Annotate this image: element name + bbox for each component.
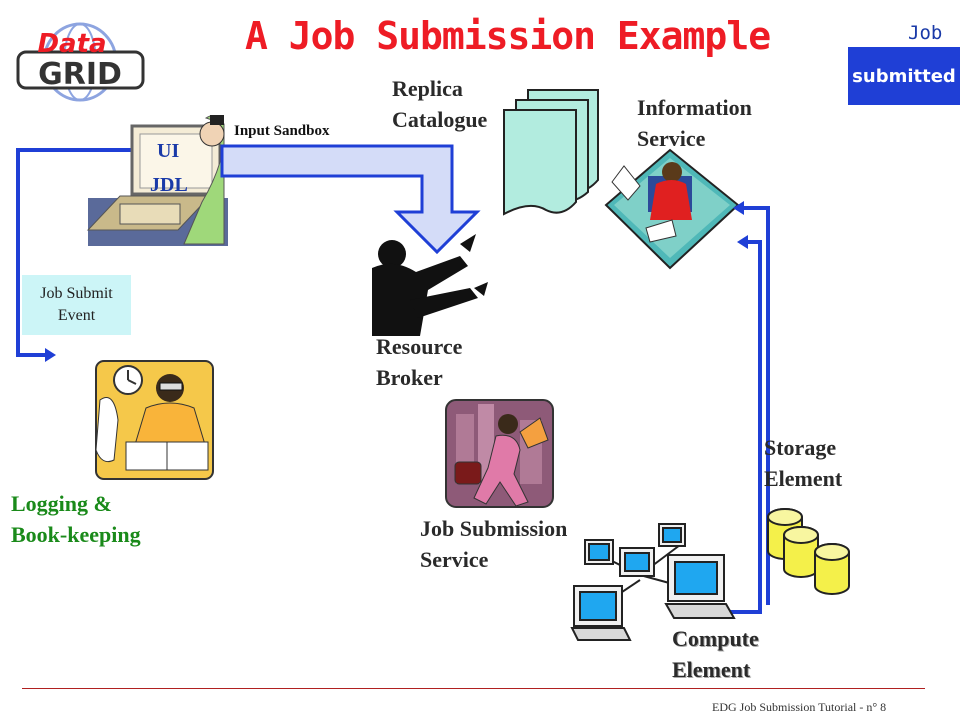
jdl-label: JDL bbox=[150, 174, 188, 196]
loop-arrow bbox=[16, 148, 132, 362]
resource-broker-label: Resource Broker bbox=[376, 334, 463, 390]
information-service-label: Information Service bbox=[637, 95, 752, 151]
input-sandbox-arrow bbox=[220, 144, 481, 255]
job-submission-service-icon bbox=[445, 399, 554, 508]
job-submit-event-box: Job Submit Event bbox=[22, 275, 131, 335]
replica-catalogue-label: Replica Catalogue bbox=[392, 76, 488, 132]
job-status-badge: submitted bbox=[848, 47, 960, 105]
storage-element-icon bbox=[767, 508, 850, 595]
input-sandbox-label: Input Sandbox bbox=[234, 123, 330, 139]
resource-broker-icon bbox=[372, 234, 488, 336]
storage-element-label: Storage Element bbox=[764, 435, 843, 491]
footer-divider bbox=[22, 688, 925, 689]
info-feed-arrows bbox=[728, 201, 770, 614]
page-title: A Job Submission Example bbox=[245, 14, 771, 58]
svg-text:Data: Data bbox=[37, 29, 106, 59]
ui-workstation-icon bbox=[86, 115, 228, 246]
logging-bookkeeping-icon bbox=[95, 360, 214, 480]
job-submission-service-label: Job Submission Service bbox=[420, 516, 568, 572]
job-status-word: Job bbox=[908, 22, 943, 44]
compute-element-icon bbox=[570, 523, 736, 641]
information-service-icon bbox=[604, 148, 740, 270]
logging-bookkeeping-label: Logging & Book-keeping bbox=[11, 491, 141, 547]
datagrid-logo: GRID Data bbox=[16, 22, 145, 102]
ui-label: UI bbox=[157, 140, 180, 162]
footer-text: EDG Job Submission Tutorial - n° 8 bbox=[712, 700, 887, 714]
replica-catalogue-icon bbox=[503, 89, 599, 216]
svg-text:GRID: GRID bbox=[38, 57, 122, 92]
compute-element-label: Compute Element bbox=[672, 626, 759, 682]
